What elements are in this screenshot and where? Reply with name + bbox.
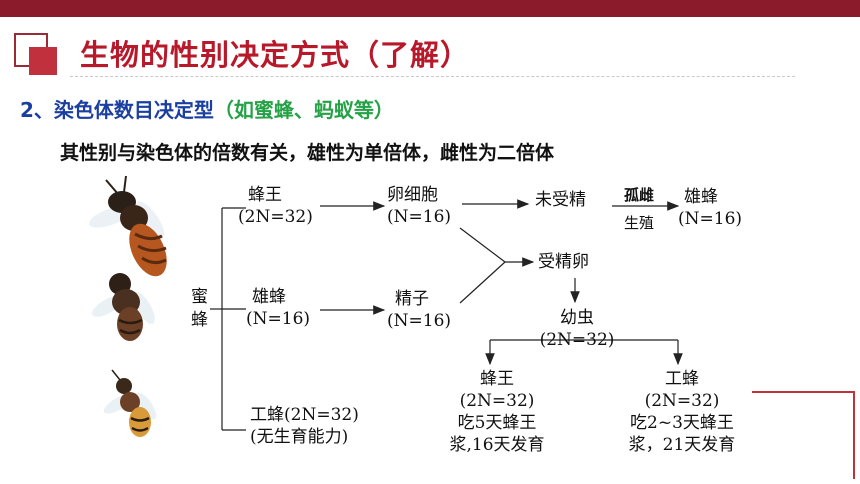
slide-title: 生物的性别决定方式（了解）: [80, 38, 471, 72]
sperm-node: 精子 (N=16): [387, 288, 451, 332]
male-result-node: 雄蜂 (N=16): [678, 186, 742, 230]
parthenogenesis-bottom: 生殖: [624, 214, 655, 232]
queen-outcome-node: 蜂王 (2N=32) 吃5天蜂王 浆,16天发育: [432, 368, 562, 456]
male-result-chromosome: (N=16): [678, 209, 743, 229]
worker-outcome-node: 工蜂 (2N=32) 吃2~3天蜂王 浆，21天发育: [612, 368, 752, 456]
root-label-line2: 蜂: [191, 310, 208, 330]
egg-node: 卵细胞 (N=16): [387, 184, 451, 228]
queen-chromosome: (2N=32): [238, 207, 313, 227]
title-underline: [70, 76, 795, 77]
egg-chromosome: (N=16): [387, 207, 452, 227]
sperm-chromosome: (N=16): [387, 311, 452, 331]
worker-label: 工蜂(2N=32): [250, 405, 359, 425]
worker-outcome-note1: 吃2~3天蜂王: [630, 413, 734, 433]
root-label-bee: 蜜 蜂: [191, 286, 208, 332]
corner-decoration-right: [853, 391, 855, 479]
queen-node: 蜂王 (2N=32): [238, 184, 313, 228]
parthenogenesis-top: 孤雌: [624, 186, 655, 204]
worker-outcome-note2: 浆，21天发育: [628, 435, 736, 455]
larva-node: 幼虫 (2N=32): [535, 307, 619, 351]
worker-node: 工蜂(2N=32) (无生育能力): [250, 404, 359, 448]
queen-outcome-chromosome: (2N=32): [459, 391, 535, 411]
top-bar: [0, 0, 860, 17]
section-subtitle: 2、染色体数目决定型（如蜜蜂、蚂蚁等）: [20, 94, 394, 123]
subtitle-example: （如蜜蜂、蚂蚁等）: [213, 98, 394, 122]
subtitle-main: 2、染色体数目决定型: [20, 98, 214, 122]
corner-decoration-top: [752, 391, 854, 393]
drone-node: 雄蜂 (N=16): [246, 286, 310, 330]
worker-note: (无生育能力): [250, 427, 349, 447]
worker-outcome-label: 工蜂: [665, 369, 699, 389]
egg-label: 卵细胞: [387, 185, 438, 205]
drone-chromosome: (N=16): [246, 309, 311, 329]
drone-bee-image: [92, 273, 155, 341]
root-label-line1: 蜜: [191, 287, 208, 307]
queen-outcome-label: 蜂王: [480, 369, 514, 389]
larva-chromosome: (2N=32): [539, 330, 615, 350]
larva-label: 幼虫: [560, 308, 594, 328]
drone-label: 雄蜂: [252, 287, 286, 307]
sperm-label: 精子: [395, 289, 429, 309]
queen-outcome-note2: 浆,16天发育: [449, 435, 545, 455]
unfertilized-label: 未受精: [535, 190, 586, 210]
queen-label: 蜂王: [248, 185, 282, 205]
fertilized-label: 受精卵: [538, 252, 589, 272]
title-decoration-filled: [29, 47, 57, 75]
worker-bee-image: [103, 369, 157, 437]
queen-outcome-note1: 吃5天蜂王: [457, 413, 537, 433]
description-text: 其性别与染色体的倍数有关，雄性为单倍体，雌性为二倍体: [60, 142, 555, 164]
queen-bee-image: [89, 175, 167, 277]
male-result-label: 雄蜂: [684, 187, 718, 207]
worker-outcome-chromosome: (2N=32): [644, 391, 720, 411]
